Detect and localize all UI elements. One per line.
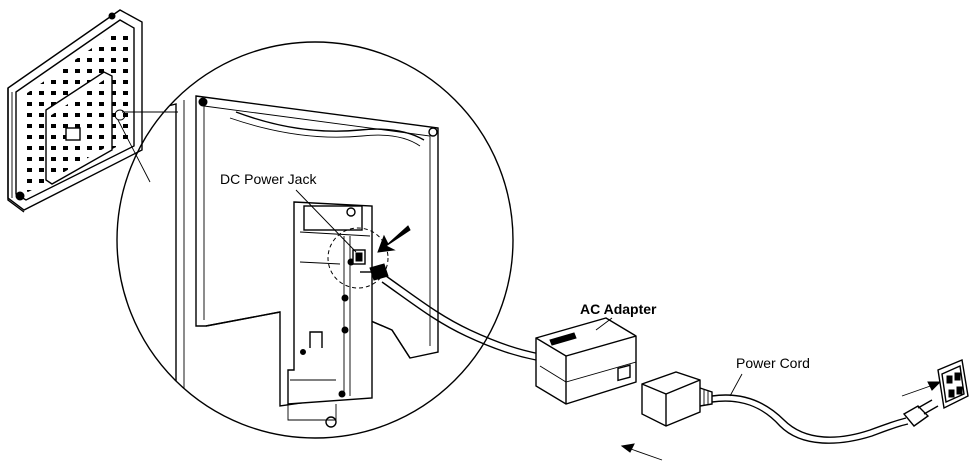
label-ac-adapter: AC Adapter — [580, 301, 657, 317]
label-power-cord: Power Cord — [736, 355, 810, 371]
zoom-callout-lines — [114, 109, 178, 183]
dc-cable — [381, 275, 541, 361]
wall-plug — [902, 399, 939, 427]
leader-dc-power-jack — [295, 189, 357, 253]
highlight-circle — [327, 227, 389, 289]
power-cord — [711, 394, 909, 444]
leader-ac-adapter — [595, 317, 613, 331]
magnified-detail — [116, 41, 514, 439]
label-dc-power-jack: DC Power Jack — [220, 171, 317, 187]
insert-arrow-icon — [377, 225, 411, 253]
direction-arrow-icon — [620, 443, 663, 461]
power-cord-connector — [641, 371, 713, 427]
ac-adapter — [535, 317, 637, 405]
monitor-rear-view — [7, 9, 143, 213]
plug-arrow-icon — [927, 381, 942, 391]
leader-power-cord — [729, 373, 743, 397]
wall-outlet — [937, 359, 969, 410]
